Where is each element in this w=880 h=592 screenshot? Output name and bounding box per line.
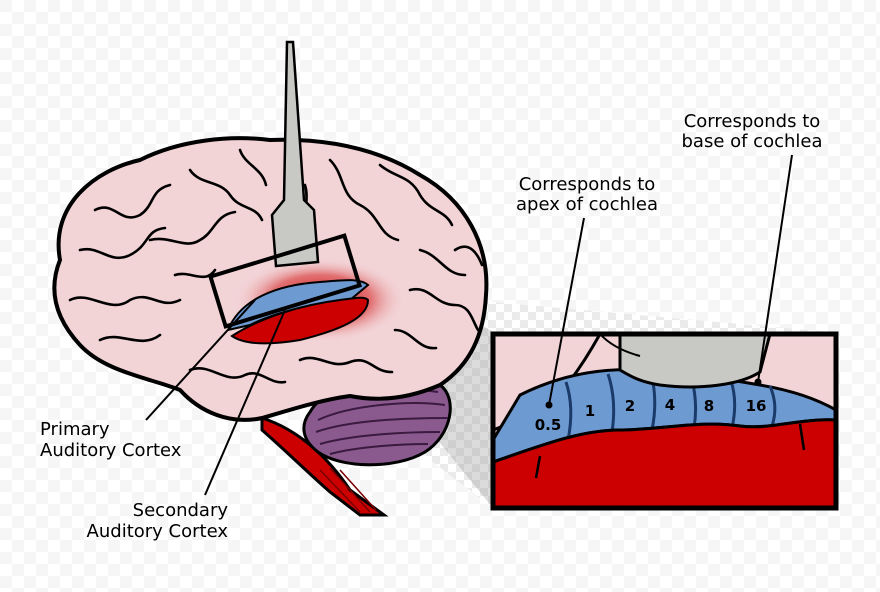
frequency-label-1: 1: [585, 402, 595, 420]
base-label-line1: Corresponds to: [684, 111, 821, 132]
secondary-leader: [204, 309, 286, 496]
cortex-inset: 0.5 1 2 4 8 16: [490, 331, 839, 511]
apex-marker-dot: [545, 401, 553, 409]
apex-label-line1: Corresponds to: [519, 174, 656, 195]
electrode-probe: [270, 40, 320, 268]
primary-label-line1: Primary: [40, 419, 110, 440]
apex-label-line2: apex of cochlea: [516, 194, 658, 215]
brainstem: [260, 415, 389, 517]
base-leader: [757, 154, 793, 383]
frequency-label-3: 4: [665, 396, 675, 414]
frequency-label-0: 0.5: [535, 416, 562, 434]
secondary-label-line2: Auditory Cortex: [87, 521, 229, 542]
base-marker-dot: [754, 378, 762, 386]
secondary-label-line1: Secondary: [133, 500, 229, 521]
frequency-label-2: 2: [625, 397, 635, 415]
frequency-label-5: 16: [746, 397, 767, 415]
frequency-label-4: 8: [704, 397, 714, 415]
leader-lines: [145, 154, 793, 496]
inset-frame: [490, 331, 839, 511]
region-highlight-box: [207, 233, 363, 329]
base-label-line2: base of cochlea: [681, 131, 822, 152]
primary-leader: [145, 299, 256, 421]
apex-leader: [548, 217, 585, 406]
primary-label-line2: Auditory Cortex: [40, 440, 182, 461]
